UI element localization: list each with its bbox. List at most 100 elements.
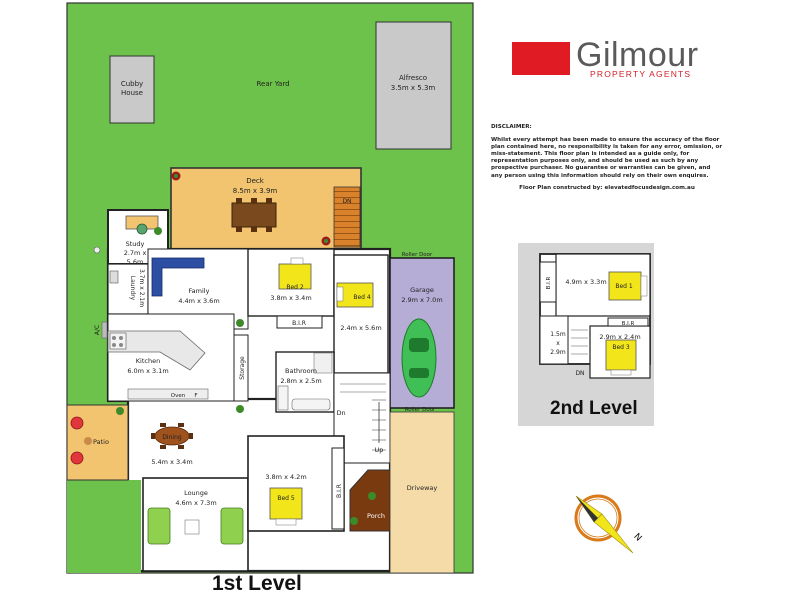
bed2-pillow-icon [290, 257, 304, 265]
disclaimer-credit: Floor Plan constructed by: elevatedfocus… [519, 184, 695, 191]
kitchen-bench-icon [107, 330, 206, 371]
tap-icon [93, 246, 101, 254]
study-dims: 2.7m x [124, 249, 147, 257]
bed5-label: Bed 5 [277, 495, 295, 502]
garage-roller-door-top: Roller Door [402, 252, 433, 258]
sofa-icon [151, 257, 205, 297]
lounge-dims: 4.6m x 7.3m [175, 499, 216, 507]
level2-bed3-bed-icon [605, 339, 637, 371]
dining-dims: 5.4m x 3.4m [151, 458, 192, 466]
cubby-house [109, 55, 155, 124]
armchair-icon [220, 507, 244, 545]
kitchen-dims: 6.0m x 3.1m [127, 367, 168, 375]
alfresco [375, 21, 452, 150]
armchair-icon [147, 507, 171, 545]
driveway-label: Driveway [407, 484, 438, 492]
deck-stairs [333, 186, 361, 248]
kitchen-back-bench [127, 388, 209, 400]
alfresco-label: Alfresco [399, 74, 427, 82]
level2-landing-dims-2: x [556, 340, 560, 347]
ac-label: A/C [94, 325, 101, 335]
level-2-label: 2nd Level [550, 398, 638, 419]
bath-icon [291, 398, 331, 411]
vanity-icon [277, 385, 289, 411]
study-dims-2: 5.6m [127, 258, 144, 266]
brand-tagline: PROPERTY AGENTS [590, 69, 692, 79]
porch-label: Porch [367, 512, 385, 520]
garage-roller-door-bottom: Roller Door [405, 407, 436, 413]
laundry-dims: 3.7m x 2.1m [138, 269, 145, 307]
plant-icon [350, 517, 358, 525]
level2-landing-dims-3: 2.9m [550, 349, 566, 356]
cooktop-icon [119, 343, 123, 347]
cubby-label-2: House [121, 89, 143, 97]
bed2-bir-label: B.I.R [292, 320, 306, 327]
rear-yard-label: Rear Yard [256, 80, 289, 88]
cooktop-icon [119, 336, 123, 340]
dining-label: Dining [162, 434, 182, 441]
patio-table-icon [84, 437, 92, 445]
bed5-bir [331, 447, 345, 530]
plant-icon [154, 227, 162, 235]
front-lawn-left [67, 480, 141, 573]
level2-bed1-pillow-icon [640, 275, 648, 297]
stair-up-label: Up [375, 446, 384, 454]
bed2-label: Bed 2 [286, 284, 304, 291]
bed4 [333, 254, 389, 374]
compass-north-label: N [631, 532, 643, 544]
patio-label: Patio [93, 438, 109, 446]
disclaimer-heading: DISCLAIMER: [491, 124, 532, 130]
lounge-label: Lounge [184, 489, 208, 497]
bed4-label: Bed 4 [353, 294, 371, 301]
chair-icon [70, 416, 84, 430]
bed2-bed-icon [278, 263, 312, 290]
bed5-bir-label: B.I.R [336, 484, 343, 498]
oven-label: Oven [171, 393, 186, 399]
study-label: Study [126, 240, 145, 248]
family-label: Family [189, 287, 210, 295]
bed2-dims: 3.8m x 3.4m [270, 294, 311, 302]
garage-dims: 2.9m x 7.0m [401, 296, 442, 304]
plant-icon [321, 236, 331, 246]
driveway [389, 411, 455, 574]
plant-icon [236, 405, 244, 413]
plant-icon [368, 492, 376, 500]
bed5-bed-icon [269, 487, 303, 520]
bed4-dims: 2.4m x 5.6m [340, 324, 381, 332]
bathroom-dims: 2.8m x 2.5m [280, 377, 321, 385]
cooktop-icon [112, 336, 116, 340]
bed5-dims: 3.8m x 4.2m [265, 473, 306, 481]
bed2-bir [276, 315, 323, 329]
chair-icon [70, 451, 84, 465]
logo-mark [512, 42, 570, 75]
cooktop-icon [112, 343, 116, 347]
level2-stair-label: DN [575, 370, 584, 377]
plant-icon [236, 319, 244, 327]
storage [233, 334, 249, 402]
cooktop-icon [109, 332, 127, 350]
laundry-label: Laundry [129, 276, 136, 301]
level2-bed1-bir-label: B.I.R [546, 276, 552, 289]
level2-bed3-pillow-icon [610, 369, 632, 376]
level-1-label: 1st Level [212, 572, 302, 595]
shower-icon [313, 352, 333, 374]
deck-table-icon [231, 198, 277, 232]
disclaimer: DISCLAIMER: Whilst every attempt has bee… [491, 124, 723, 192]
level2-bed3-bir-label: B.I.R [622, 321, 635, 327]
disclaimer-body: Whilst every attempt has been made to en… [491, 137, 723, 179]
coffee-table-icon [184, 519, 200, 535]
level2-landing [539, 315, 569, 365]
garage-label: Garage [410, 286, 434, 294]
ac-unit-icon [101, 321, 108, 339]
deck-dims: 8.5m x 3.9m [233, 187, 278, 195]
deck-label: Deck [246, 177, 265, 185]
level2-bed1-dims: 4.9m x 3.3m [565, 278, 606, 286]
level2-bed3-label: Bed 3 [612, 344, 630, 351]
bed5-pillow-icon [275, 518, 297, 526]
dining-table-icon [151, 423, 193, 449]
brand-name: Gilmour [576, 36, 699, 74]
desk-icon [125, 215, 159, 235]
bed4-pillow-icon [336, 286, 344, 302]
laundry-tub-icon [109, 270, 119, 284]
level2-stair-treads [571, 329, 588, 355]
